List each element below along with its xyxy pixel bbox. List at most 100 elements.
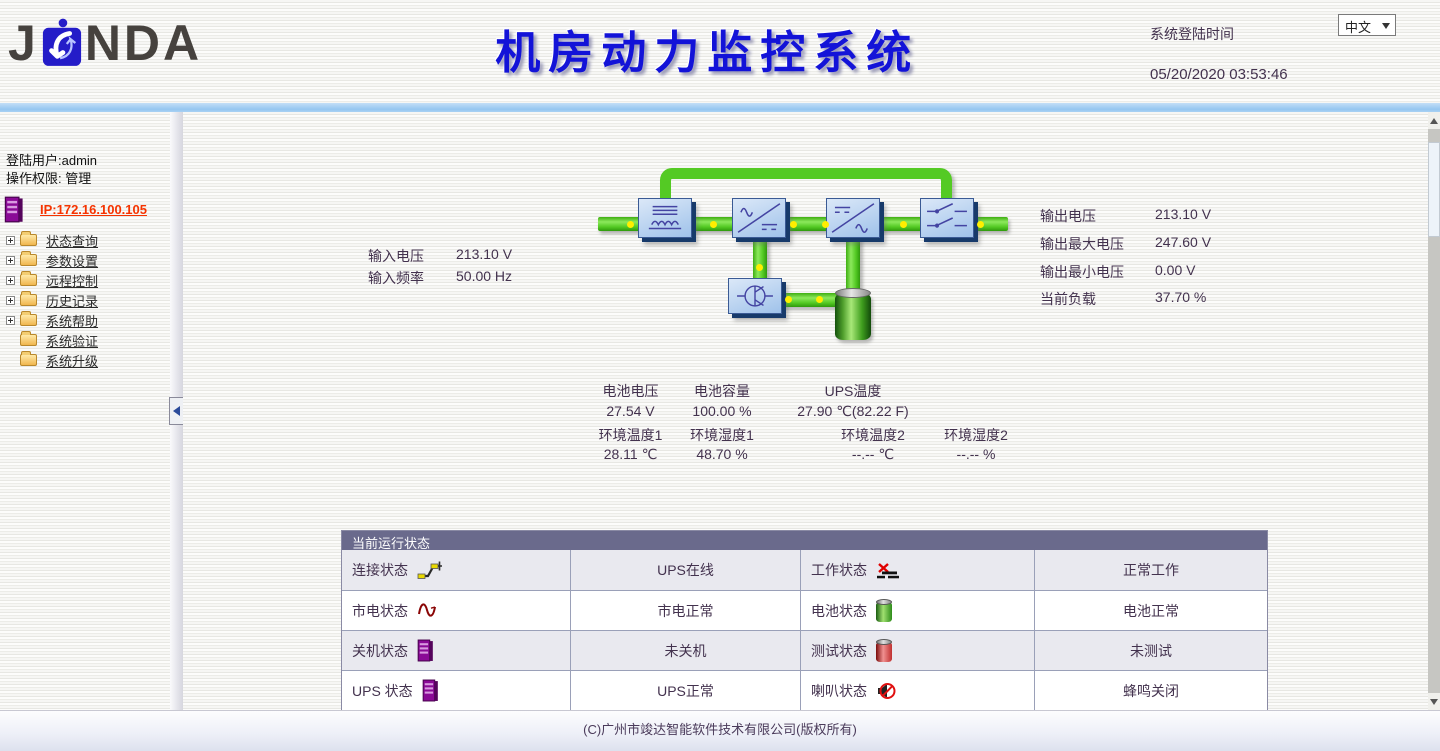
tree-spacer	[6, 356, 15, 365]
rectifier-charger-pipe	[753, 238, 767, 283]
env-humid2-label: 环境湿度2	[944, 427, 1008, 443]
sidebar-item-label[interactable]: 远程控制	[46, 273, 99, 289]
server-icon	[422, 679, 438, 702]
permission-line: 操作权限: 管理	[6, 171, 92, 186]
ups-temperature-label: UPS温度	[824, 383, 882, 399]
flow-dot	[790, 221, 797, 228]
copyright-text: (C)广州市竣达智能软件技术有限公司(版权所有)	[583, 722, 857, 737]
sidebar-item-system-help[interactable]: 系统帮助	[6, 310, 170, 330]
battery-capacity-label: 电池容量	[694, 383, 750, 399]
sidebar-item-label[interactable]: 系统验证	[46, 333, 99, 349]
folder-icon	[20, 251, 37, 266]
sidebar: 登陆用户:admin 操作权限: 管理 IP:172.16.100.105	[0, 112, 170, 710]
shutdown-status-label: 关机状态	[352, 642, 408, 659]
server-icon	[417, 639, 433, 662]
speaker-muted-icon	[878, 682, 896, 699]
arrow-up-icon	[1430, 117, 1438, 124]
brand-logo: J NDA	[8, 18, 202, 68]
flow-dot	[822, 221, 829, 228]
server-icon	[4, 196, 24, 223]
output-min-voltage-label: 输出最小电压	[1040, 264, 1124, 280]
sidebar-item-system-upgrade[interactable]: 系统升级	[6, 350, 170, 370]
table-row: 连接状态 UPS在线 工作状态	[342, 550, 1267, 590]
sidebar-item-label[interactable]: 系统帮助	[46, 313, 99, 329]
battery-voltage-value: 27.54 V	[606, 403, 655, 419]
sidebar-item-label[interactable]: 状态查询	[46, 233, 99, 249]
battery-status-value: 电池正常	[1123, 602, 1179, 619]
tree-expand-icon[interactable]	[6, 295, 15, 305]
device-ip-row[interactable]: IP:172.16.100.105	[4, 194, 170, 224]
sidebar-item-param-settings[interactable]: 参数设置	[6, 250, 170, 270]
input-frequency-value: 50.00 Hz	[456, 268, 513, 284]
filter-icon	[638, 198, 692, 238]
inverter-icon	[826, 198, 880, 238]
inverter-battery-pipe	[846, 238, 860, 302]
sidebar-item-label[interactable]: 参数设置	[46, 253, 99, 269]
battery-icon	[835, 288, 871, 340]
scrollbar-up-button[interactable]	[1428, 112, 1440, 129]
battery-voltage-label: 电池电压	[602, 383, 659, 399]
ups-temperature-value: 27.90 ℃(82.22 F)	[797, 403, 909, 419]
logo-text-prefix: J	[8, 15, 39, 71]
sidebar-item-label[interactable]: 系统升级	[46, 353, 99, 369]
bypass-broken-icon	[877, 562, 899, 578]
chevron-down-icon	[1382, 23, 1390, 29]
login-time-value: 05/20/2020 03:53:46	[1150, 66, 1288, 83]
battery-green-icon	[876, 599, 892, 622]
flow-dot	[900, 221, 907, 228]
vertical-scrollbar[interactable]	[1428, 112, 1440, 710]
test-status-value: 未测试	[1130, 642, 1172, 659]
flow-dot	[816, 296, 823, 303]
input-voltage-label: 输入电压	[368, 248, 424, 264]
working-status-label: 工作状态	[811, 562, 867, 578]
scrollbar-down-button[interactable]	[1428, 693, 1440, 710]
env-humid1-label: 环境湿度1	[690, 427, 754, 443]
output-voltage-value: 213.10 V	[1155, 206, 1212, 222]
folder-icon	[20, 291, 37, 306]
output-max-voltage-value: 247.60 V	[1155, 234, 1212, 250]
tree-expand-icon[interactable]	[6, 315, 15, 325]
connection-status-value: UPS在线	[571, 550, 801, 590]
sidebar-item-status-query[interactable]: 状态查询	[6, 230, 170, 250]
ups-status-label: UPS 状态	[352, 682, 413, 699]
header-divider-strip	[0, 103, 1440, 112]
status-table-title: 当前运行状态	[342, 531, 1267, 551]
tree-expand-icon[interactable]	[6, 235, 15, 245]
flow-dot	[710, 221, 717, 228]
tree-expand-icon[interactable]	[6, 255, 15, 265]
sidebar-item-system-verify[interactable]: 系统验证	[6, 330, 170, 350]
tree-expand-icon[interactable]	[6, 275, 15, 285]
shutdown-status-value: 未关机	[571, 631, 801, 670]
battery-cap	[835, 288, 871, 298]
speaker-status-label: 喇叭状态	[811, 682, 867, 699]
scrollbar-thumb[interactable]	[1428, 142, 1440, 237]
main-panel: 输入电压 213.10 V 输入频率 50.00 Hz 输出电压 213.10 …	[183, 112, 1428, 710]
footer: (C)广州市竣达智能软件技术有限公司(版权所有)	[0, 710, 1440, 751]
sidebar-collapse-button[interactable]	[169, 397, 184, 425]
arrow-down-icon	[1430, 698, 1438, 705]
flow-dot	[785, 296, 792, 303]
language-select[interactable]: 中文	[1338, 14, 1396, 36]
mains-status-label: 市电状态	[352, 602, 408, 619]
connector-icon	[417, 561, 442, 579]
folder-icon	[20, 231, 37, 246]
rectifier-icon	[732, 198, 786, 238]
sine-wave-icon	[418, 603, 436, 617]
folder-icon	[20, 331, 37, 346]
sidebar-item-label[interactable]: 历史记录	[46, 293, 99, 309]
output-min-voltage-value: 0.00 V	[1155, 262, 1196, 278]
battery-status-label: 电池状态	[811, 602, 867, 619]
device-ip-link[interactable]: IP:172.16.100.105	[40, 201, 147, 217]
sidebar-item-history[interactable]: 历史记录	[6, 290, 170, 310]
input-frequency-label: 输入频率	[368, 270, 424, 286]
mains-status-value: 市电正常	[571, 591, 801, 630]
sidebar-item-remote-control[interactable]: 远程控制	[6, 270, 170, 290]
bypass-pipe	[660, 168, 952, 226]
static-switch-icon	[920, 198, 974, 238]
table-row: 关机状态 未关机 测试状态 未测试	[342, 630, 1267, 670]
env-humid1-value: 48.70 %	[696, 446, 748, 462]
folder-icon	[20, 271, 37, 286]
logo-text-suffix: NDA	[84, 15, 203, 71]
nav-tree: 状态查询 参数设置 远程控制 历史记录	[6, 230, 170, 370]
